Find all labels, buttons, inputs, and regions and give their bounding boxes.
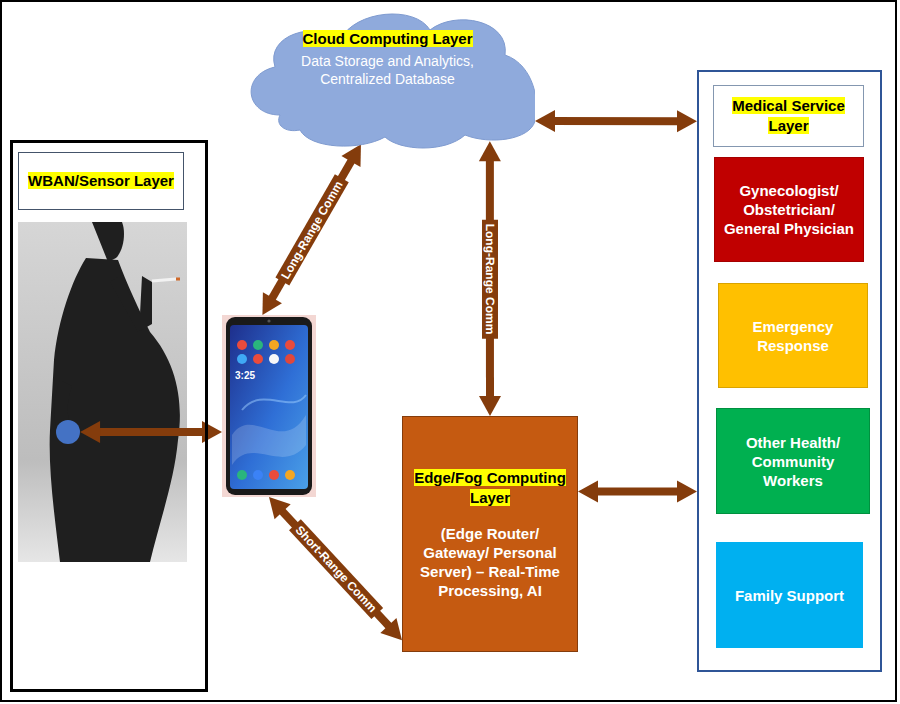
smartphone: 3:25 (222, 315, 316, 497)
arrow-head (262, 292, 282, 315)
layer-heading: Cloud Computing Layer (303, 30, 473, 47)
arrow-shaft (593, 487, 682, 495)
arrow-head (535, 110, 555, 132)
arrow-head (380, 618, 402, 640)
connector-arrow (479, 141, 501, 416)
layer-heading: WBAN/Sensor Layer (28, 172, 174, 189)
cloud-fill (251, 14, 535, 148)
connector-arrow (262, 144, 361, 315)
arrow-shaft (95, 428, 207, 436)
layer-heading: Edge/Fog Computing Layer (414, 469, 566, 506)
connector-label: Short-Range Comm (289, 519, 383, 618)
connector-arrow (535, 110, 697, 132)
service-label: Family Support (735, 586, 844, 605)
arrow-head (80, 421, 100, 443)
cloud-shape: Cloud Computing LayerData Storage and An… (240, 5, 535, 150)
body-sensor-dot (56, 420, 80, 444)
service-box: Gynecologist/ Obstetrician/ General Phys… (714, 157, 864, 262)
heading-wrap: Cloud Computing Layer (303, 29, 473, 49)
cloud-content: Cloud Computing LayerData Storage and An… (240, 5, 535, 150)
layer-heading-box: Medical Service Layer (713, 85, 864, 147)
pregnant-woman-silhouette (50, 222, 180, 562)
arrow-shaft (279, 508, 392, 629)
service-box: Emergency Response (718, 283, 868, 388)
service-box: Family Support (716, 542, 863, 648)
arrow-head (341, 144, 361, 167)
layer-heading-box: WBAN/Sensor Layer (18, 152, 184, 210)
layer-description: Data Storage and Analytics, Centralized … (284, 52, 491, 88)
service-box: Other Health/ Community Workers (716, 408, 870, 514)
arrow-head (479, 396, 501, 416)
process-box: Edge/Fog Computing Layer (Edge Router/ Ga… (402, 416, 578, 652)
arrow-shaft (270, 157, 354, 302)
service-label: Other Health/ Community Workers (725, 433, 861, 490)
heading-wrap: WBAN/Sensor Layer (28, 171, 174, 191)
arrow-head (677, 110, 697, 132)
layer-description: (Edge Router/ Gateway/ Personal Server) … (411, 524, 569, 600)
arrow-head (578, 481, 598, 503)
heading-wrap: Medical Service Layer (718, 96, 859, 136)
connector-arrow (578, 480, 697, 502)
connector-label: Long-Range Comm (482, 219, 498, 338)
connector-label: Long-Range Comm (275, 174, 348, 285)
arrow-head (202, 421, 222, 443)
service-layer-panel: Medical Service LayerGynecologist/ Obste… (697, 70, 882, 672)
connector-arrow (269, 497, 402, 640)
heading-wrap: Edge/Fog Computing Layer (411, 468, 569, 508)
photo-background (18, 222, 187, 562)
cigarette (152, 279, 176, 281)
sensor-layer-panel: WBAN/Sensor Layer (10, 140, 208, 692)
layer-heading: Medical Service Layer (732, 97, 845, 134)
connector-arrow (80, 421, 222, 443)
clock-text: 3:25 (235, 370, 255, 382)
service-label: Emergency Response (727, 317, 859, 355)
phone-body (222, 315, 316, 497)
arrow-shaft (550, 117, 682, 125)
cigarette-tip (176, 278, 180, 281)
arrow-head (677, 480, 697, 502)
arrow-head (269, 497, 291, 519)
arrow-head (479, 141, 501, 161)
service-label: Gynecologist/ Obstetrician/ General Phys… (723, 181, 855, 238)
